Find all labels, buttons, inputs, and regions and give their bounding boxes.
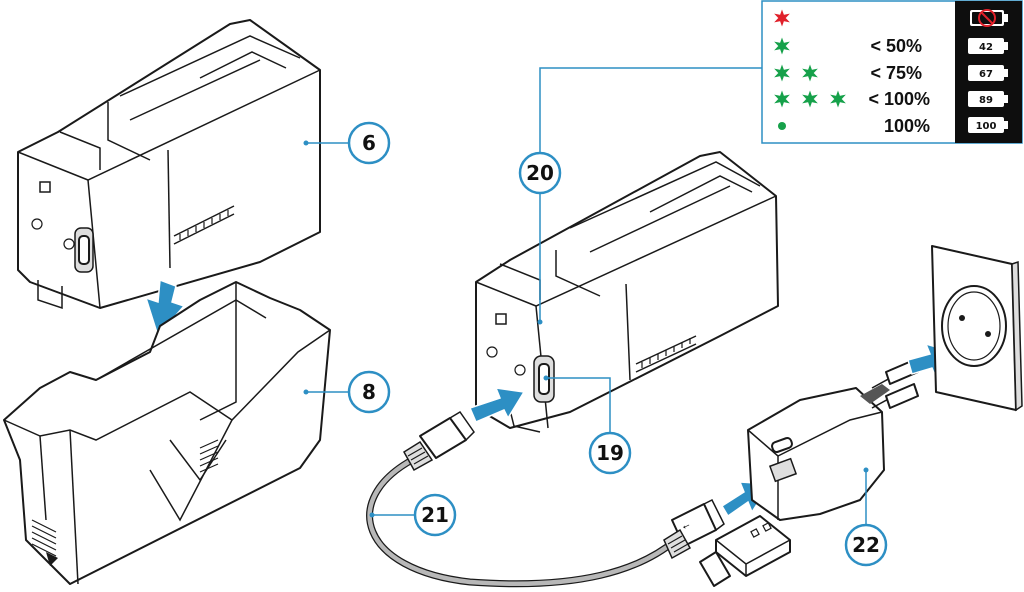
legend-row-3-text: < 100% — [868, 89, 930, 109]
connect-arrow-usbc — [468, 387, 526, 423]
callout-8-label: 8 — [362, 380, 376, 404]
battery-label-67: 67 — [979, 69, 993, 80]
callout-21-label: 21 — [421, 503, 449, 527]
legend-row-0 — [774, 9, 1008, 27]
callout-22-label: 22 — [852, 533, 880, 557]
battery-icon: 42 — [968, 38, 1008, 54]
wall-socket — [931, 245, 1023, 412]
callout-20-label: 20 — [526, 161, 554, 185]
callout-6: 6 — [303, 121, 391, 165]
battery-label-42: 42 — [979, 42, 993, 53]
battery-case — [3, 281, 331, 585]
battery-icon: 100 — [968, 117, 1008, 133]
usb-adapter — [699, 515, 791, 587]
legend-row-4: 100% 100 — [778, 116, 1008, 136]
led-legend: < 50% 42 < 75% 67 < 100% — [761, 0, 1023, 144]
legend-row-4-text: 100% — [884, 116, 930, 136]
battery-pack-left — [17, 19, 321, 310]
battery-icon: 89 — [968, 91, 1008, 107]
legend-row-3: < 100% 89 — [774, 89, 1008, 109]
legend-row-2: < 75% 67 — [774, 63, 1008, 83]
callout-6-label: 6 — [362, 131, 376, 155]
battery-label-89: 89 — [979, 95, 993, 106]
usb-cable: ⭠ — [366, 410, 791, 588]
battery-icon: 67 — [968, 65, 1008, 81]
wall-charger — [747, 359, 919, 521]
legend-row-2-text: < 75% — [870, 63, 922, 83]
battery-label-100: 100 — [976, 121, 997, 132]
svg-text:⭠: ⭠ — [681, 521, 692, 533]
callout-19-label: 19 — [596, 441, 624, 465]
battery-empty-crossed-icon — [970, 9, 1008, 27]
callout-20: 20 — [518, 67, 762, 325]
legend-row-1: < 50% 42 — [774, 36, 1008, 56]
usb-a-plug: ⭠ — [663, 498, 725, 560]
led-green-steady-icon — [778, 122, 786, 130]
usb-c-plug — [402, 410, 475, 472]
legend-row-1-text: < 50% — [870, 36, 922, 56]
battery-pack-center — [475, 151, 779, 433]
callout-21: 21 — [369, 493, 457, 537]
callout-8: 8 — [303, 370, 391, 414]
callout-22: 22 — [844, 467, 888, 567]
callout-19: 19 — [543, 375, 632, 475]
